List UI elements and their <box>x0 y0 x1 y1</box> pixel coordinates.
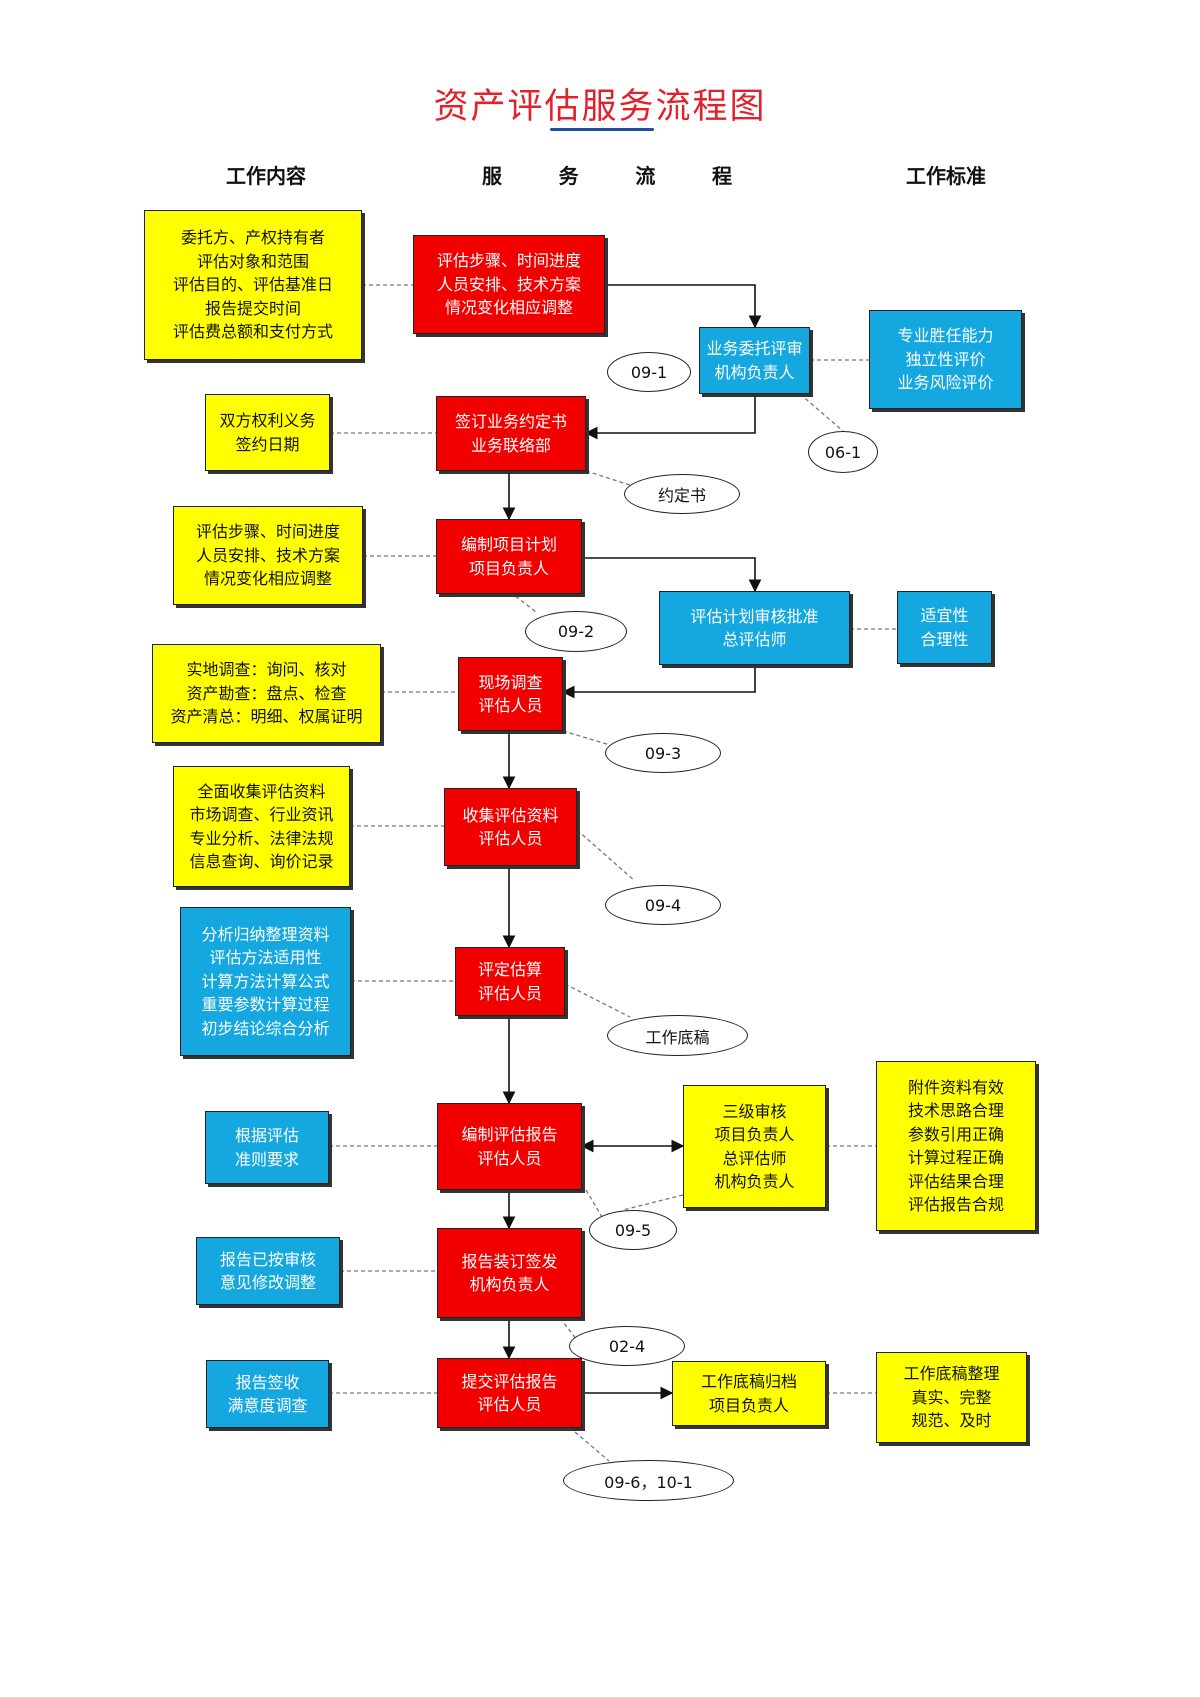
box-text: 收集评估资料 评估人员 <box>462 805 559 849</box>
box-text: 适宜性 合理性 <box>920 606 969 649</box>
box-text: 评估步骤、时间进度 人员安排、技术方案 情况变化相应调整 <box>195 522 340 589</box>
box-text: 签订业务约定书 业务联络部 <box>454 412 567 455</box>
box-text: 分析归纳整理资料 评估方法适用性 计算方法计算公式 重要参数计算过程 初步结论综… <box>201 924 330 1038</box>
doc-ref-oval: 09-1 <box>607 352 691 392</box>
column-header-standard: 工作标准 <box>906 164 986 188</box>
doc-ref-oval: 工作底稿 <box>607 1015 748 1056</box>
content-box-survey: 实地调查：询问、核对 资产勘查：盘点、检查 资产清总：明细、权属证明 <box>152 644 381 743</box>
page-title: 资产评估服务流程图 <box>433 87 767 127</box>
step-plan-approval: 评估计划审核批准 总评估师 <box>659 591 850 665</box>
dashed-link <box>799 393 844 432</box>
box-text: 评估步骤、时间进度 人员安排、技术方案 情况变化相应调整 <box>436 251 581 318</box>
step-project-plan: 编制项目计划 项目负责人 <box>436 519 582 594</box>
flow-arrow <box>561 665 756 699</box>
step-submit-report: 提交评估报告 评估人员 <box>437 1358 582 1428</box>
doc-ref-oval: 09-3 <box>605 733 721 773</box>
box-text: 全面收集评估资料 市场调查、行业资讯 专业分析、法律法规 信息查询、询价记录 <box>189 781 334 872</box>
flow-arrow <box>582 557 762 593</box>
box-text: 双方权利义务 签约日期 <box>219 411 316 454</box>
dashed-link <box>585 470 631 486</box>
step-draft-report: 编制评估报告 评估人员 <box>437 1103 582 1190</box>
column-header-flow-char: 务 <box>558 164 579 188</box>
dashed-link <box>622 1194 684 1211</box>
dashed-link <box>564 983 631 1018</box>
box-text: 编制项目计划 项目负责人 <box>460 535 557 578</box>
dashed-link <box>576 829 636 882</box>
box-text: 实地调查：询问、核对 资产勘查：盘点、检查 资产清总：明细、权属证明 <box>170 660 363 727</box>
box-text: 提交评估报告 评估人员 <box>461 1371 558 1415</box>
doc-ref-oval: 09-6，10-1 <box>563 1460 734 1501</box>
box-text: 评估计划审核批准 总评估师 <box>690 606 819 650</box>
box-text: 编制评估报告 评估人员 <box>461 1125 558 1168</box>
step-estimate: 评定估算 评估人员 <box>455 947 565 1016</box>
standard-box-suitability: 适宜性 合理性 <box>897 591 992 664</box>
doc-ref-oval: 06-1 <box>808 431 878 473</box>
content-box-analysis: 分析归纳整理资料 评估方法适用性 计算方法计算公式 重要参数计算过程 初步结论综… <box>180 907 351 1056</box>
content-box-contract: 双方权利义务 签约日期 <box>205 394 330 471</box>
step-sign-agreement: 签订业务约定书 业务联络部 <box>436 396 586 471</box>
content-box-commission: 委托方、产权持有者 评估对象和范围 评估目的、评估基准日 报告提交时间 评估费总… <box>144 210 362 360</box>
step-bind-sign-report: 报告装订签发 机构负责人 <box>437 1228 582 1318</box>
box-text: 现场调查 评估人员 <box>478 672 543 716</box>
dashed-link <box>509 591 537 613</box>
standard-box-papers-quality: 工作底稿整理 真实、完整 规范、及时 <box>876 1352 1027 1443</box>
doc-ref-oval: 09-5 <box>589 1210 677 1250</box>
step-archive-papers: 工作底稿归档 项目负责人 <box>672 1361 826 1426</box>
column-header-flow-char: 服 <box>482 164 502 188</box>
box-text: 评定估算 评估人员 <box>477 960 542 1003</box>
box-text: 根据评估 准则要求 <box>234 1126 299 1169</box>
dashed-link <box>585 1189 603 1218</box>
box-text: 业务委托评审 机构负责人 <box>706 339 803 382</box>
content-box-plan: 评估步骤、时间进度 人员安排、技术方案 情况变化相应调整 <box>173 506 363 605</box>
content-box-collect: 全面收集评估资料 市场调查、行业资讯 专业分析、法律法规 信息查询、询价记录 <box>173 766 350 887</box>
column-header-flow-char: 流 <box>635 164 656 188</box>
step-plan-review: 评估步骤、时间进度 人员安排、技术方案 情况变化相应调整 <box>413 235 605 334</box>
flow-arrow <box>605 284 762 329</box>
box-text: 报告装订签发 机构负责人 <box>461 1251 558 1295</box>
column-header-flow-char: 程 <box>711 164 732 188</box>
doc-ref-oval: 约定书 <box>624 474 740 514</box>
column-header-flow: 服 务 流 程 <box>482 160 732 189</box>
box-text: 专业胜任能力 独立性评价 业务风险评价 <box>897 326 994 393</box>
box-text: 报告已按审核 意见修改调整 <box>219 1249 316 1293</box>
doc-ref-oval: 09-2 <box>525 611 627 652</box>
standard-box-competence: 专业胜任能力 独立性评价 业务风险评价 <box>869 310 1022 409</box>
content-box-revised: 报告已按审核 意见修改调整 <box>196 1237 340 1305</box>
box-text: 附件资料有效 技术思路合理 参数引用正确 计算过程正确 评估结果合理 评估报告合… <box>907 1077 1004 1215</box>
doc-ref-oval: 02-4 <box>569 1326 685 1366</box>
step-collect-data: 收集评估资料 评估人员 <box>444 788 577 866</box>
doc-ref-oval: 09-4 <box>605 885 721 925</box>
step-field-survey: 现场调查 评估人员 <box>458 657 563 731</box>
box-text: 报告签收 满意度调查 <box>227 1372 308 1416</box>
column-header-content: 工作内容 <box>226 164 306 188</box>
dashed-link <box>574 1431 610 1462</box>
step-engagement-review: 业务委托评审 机构负责人 <box>699 327 810 394</box>
dashed-link <box>562 730 611 746</box>
box-text: 委托方、产权持有者 评估对象和范围 评估目的、评估基准日 报告提交时间 评估费总… <box>172 228 333 342</box>
standard-box-report-quality: 附件资料有效 技术思路合理 参数引用正确 计算过程正确 评估结果合理 评估报告合… <box>876 1061 1036 1231</box>
step-three-level-review: 三级审核 项目负责人 总评估师 机构负责人 <box>683 1085 826 1208</box>
box-text: 工作底稿整理 真实、完整 规范、及时 <box>903 1364 1000 1431</box>
title-underline <box>550 128 654 131</box>
content-box-standards: 根据评估 准则要求 <box>205 1111 329 1184</box>
flow-arrow <box>584 394 756 440</box>
content-box-signoff: 报告签收 满意度调查 <box>206 1360 329 1428</box>
box-text: 工作底稿归档 项目负责人 <box>700 1372 797 1415</box>
box-text: 三级审核 项目负责人 总评估师 机构负责人 <box>714 1101 795 1192</box>
